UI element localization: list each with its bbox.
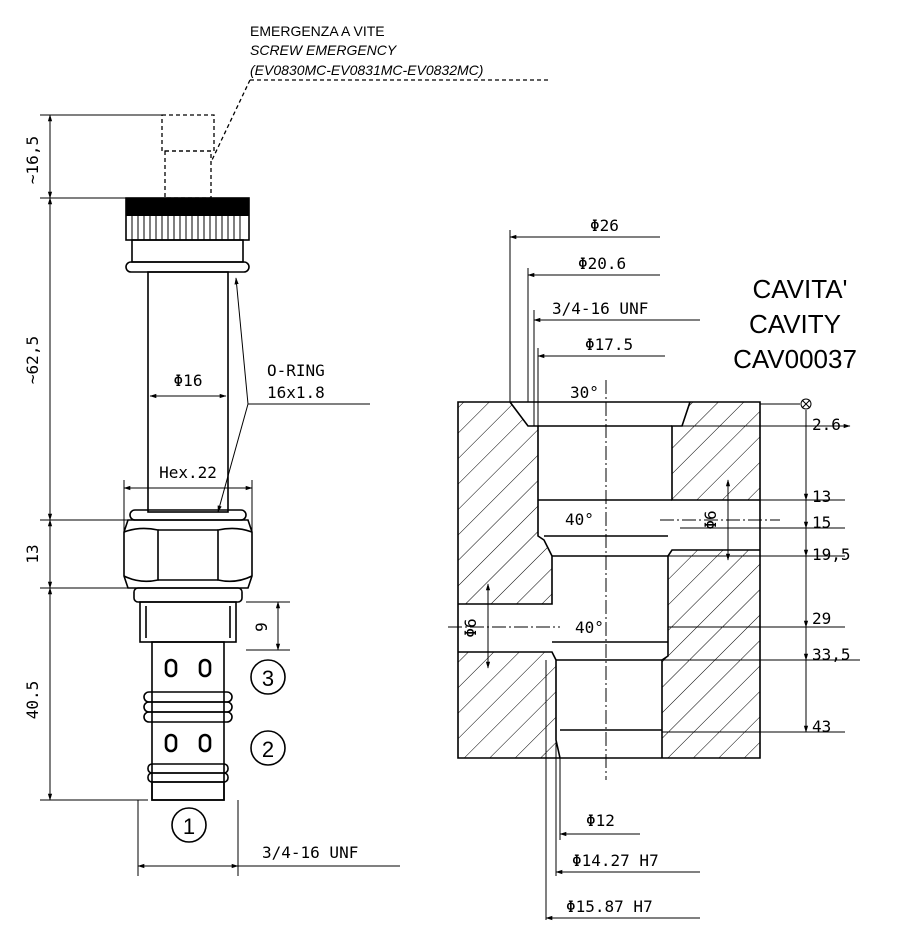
port-1-label: 1 bbox=[183, 814, 195, 839]
dim-9 bbox=[246, 601, 290, 651]
dim-top-label: ~16,5 bbox=[23, 136, 42, 184]
dim-thread bbox=[137, 800, 400, 876]
dim-thread-label: 3/4-16 UNF bbox=[262, 843, 358, 862]
cavity-title-1: CAVITA' bbox=[752, 274, 847, 304]
dim-body-label: ~62,5 bbox=[23, 336, 42, 384]
dim-d17-5: Φ17.5 bbox=[585, 335, 633, 354]
emergency-leader bbox=[211, 79, 251, 161]
port-3-marker: 3 bbox=[250, 659, 286, 695]
depth-19-5: 19,5 bbox=[812, 545, 851, 564]
cartridge-view: 3 2 1 ~16,5 ~62,5 13 40.5 bbox=[23, 114, 400, 876]
port-3-holes bbox=[164, 658, 212, 678]
bottom-diameter-dims bbox=[545, 660, 700, 921]
o-ring-stack-upper bbox=[143, 691, 233, 723]
emergency-screw-shank bbox=[164, 150, 212, 199]
hex-nut bbox=[123, 519, 253, 589]
emergency-line2: SCREW EMERGENCY bbox=[250, 42, 398, 58]
depth-dims bbox=[662, 410, 860, 733]
depth-33-5: 33,5 bbox=[812, 645, 851, 664]
dim-d16-label: Φ16 bbox=[174, 371, 203, 390]
emergency-line3: (EV0830MC-EV0831MC-EV0832MC) bbox=[250, 62, 483, 78]
cavity-block-hatched bbox=[457, 401, 761, 759]
dim-d26: Φ26 bbox=[590, 216, 619, 235]
dim-bottom-label: 40.5 bbox=[23, 681, 42, 720]
angle-40-lower: 40° bbox=[575, 618, 604, 637]
cavity-view: CAVITA' CAVITY CAV00037 Φ26 Φ20.6 3/ bbox=[448, 216, 860, 921]
dim-d20-6: Φ20.6 bbox=[578, 254, 626, 273]
cavity-title-2: CAVITY bbox=[749, 309, 841, 339]
port-2-marker: 2 bbox=[250, 730, 286, 766]
angle-30: 30° bbox=[570, 383, 599, 402]
dim-d15-87: Φ15.87 H7 bbox=[566, 897, 653, 916]
o-ring-leader bbox=[217, 277, 370, 513]
top-diameter-dims bbox=[509, 230, 700, 426]
o-ring-size: 16x1.8 bbox=[267, 383, 325, 402]
dim-hex-label-text: Hex.22 bbox=[159, 463, 217, 482]
dim-hex-label: 13 bbox=[23, 544, 42, 563]
port-2-holes bbox=[164, 733, 212, 753]
dim-d6-right: Φ6 bbox=[701, 510, 720, 529]
dim-9-label: 9 bbox=[252, 622, 271, 632]
spool-body bbox=[151, 641, 225, 801]
knurled-knob bbox=[125, 197, 250, 273]
angle-40-upper: 40° bbox=[565, 510, 594, 529]
dim-d12: Φ12 bbox=[586, 811, 615, 830]
emergency-line1: EMERGENZA A VITE bbox=[250, 23, 385, 39]
cavity-title-3: CAV00037 bbox=[733, 344, 857, 374]
emergency-label: EMERGENZA A VITE SCREW EMERGENCY (EV0830… bbox=[211, 23, 550, 161]
thread-ring bbox=[133, 587, 243, 603]
depth-15: 15 bbox=[812, 513, 831, 532]
port-1-marker: 1 bbox=[171, 807, 207, 843]
o-ring-label: O-RING bbox=[267, 361, 325, 380]
port-2-label: 2 bbox=[262, 737, 274, 762]
datum-symbol bbox=[760, 398, 812, 410]
left-dimension-chain bbox=[40, 114, 162, 801]
o-ring-stack-lower bbox=[147, 763, 229, 801]
thread-body bbox=[139, 601, 237, 643]
dim-thread-cavity: 3/4-16 UNF bbox=[552, 299, 648, 318]
depth-43: 43 bbox=[812, 717, 831, 736]
tube-body bbox=[147, 271, 229, 513]
depth-29: 29 bbox=[812, 609, 831, 628]
depth-2-6: 2.6 bbox=[812, 415, 841, 434]
emergency-screw-head bbox=[161, 114, 215, 152]
dim-d6-left: Φ6 bbox=[461, 618, 480, 637]
dim-d14-27: Φ14.27 H7 bbox=[572, 851, 659, 870]
depth-13: 13 bbox=[812, 487, 831, 506]
port-3-label: 3 bbox=[262, 666, 274, 691]
